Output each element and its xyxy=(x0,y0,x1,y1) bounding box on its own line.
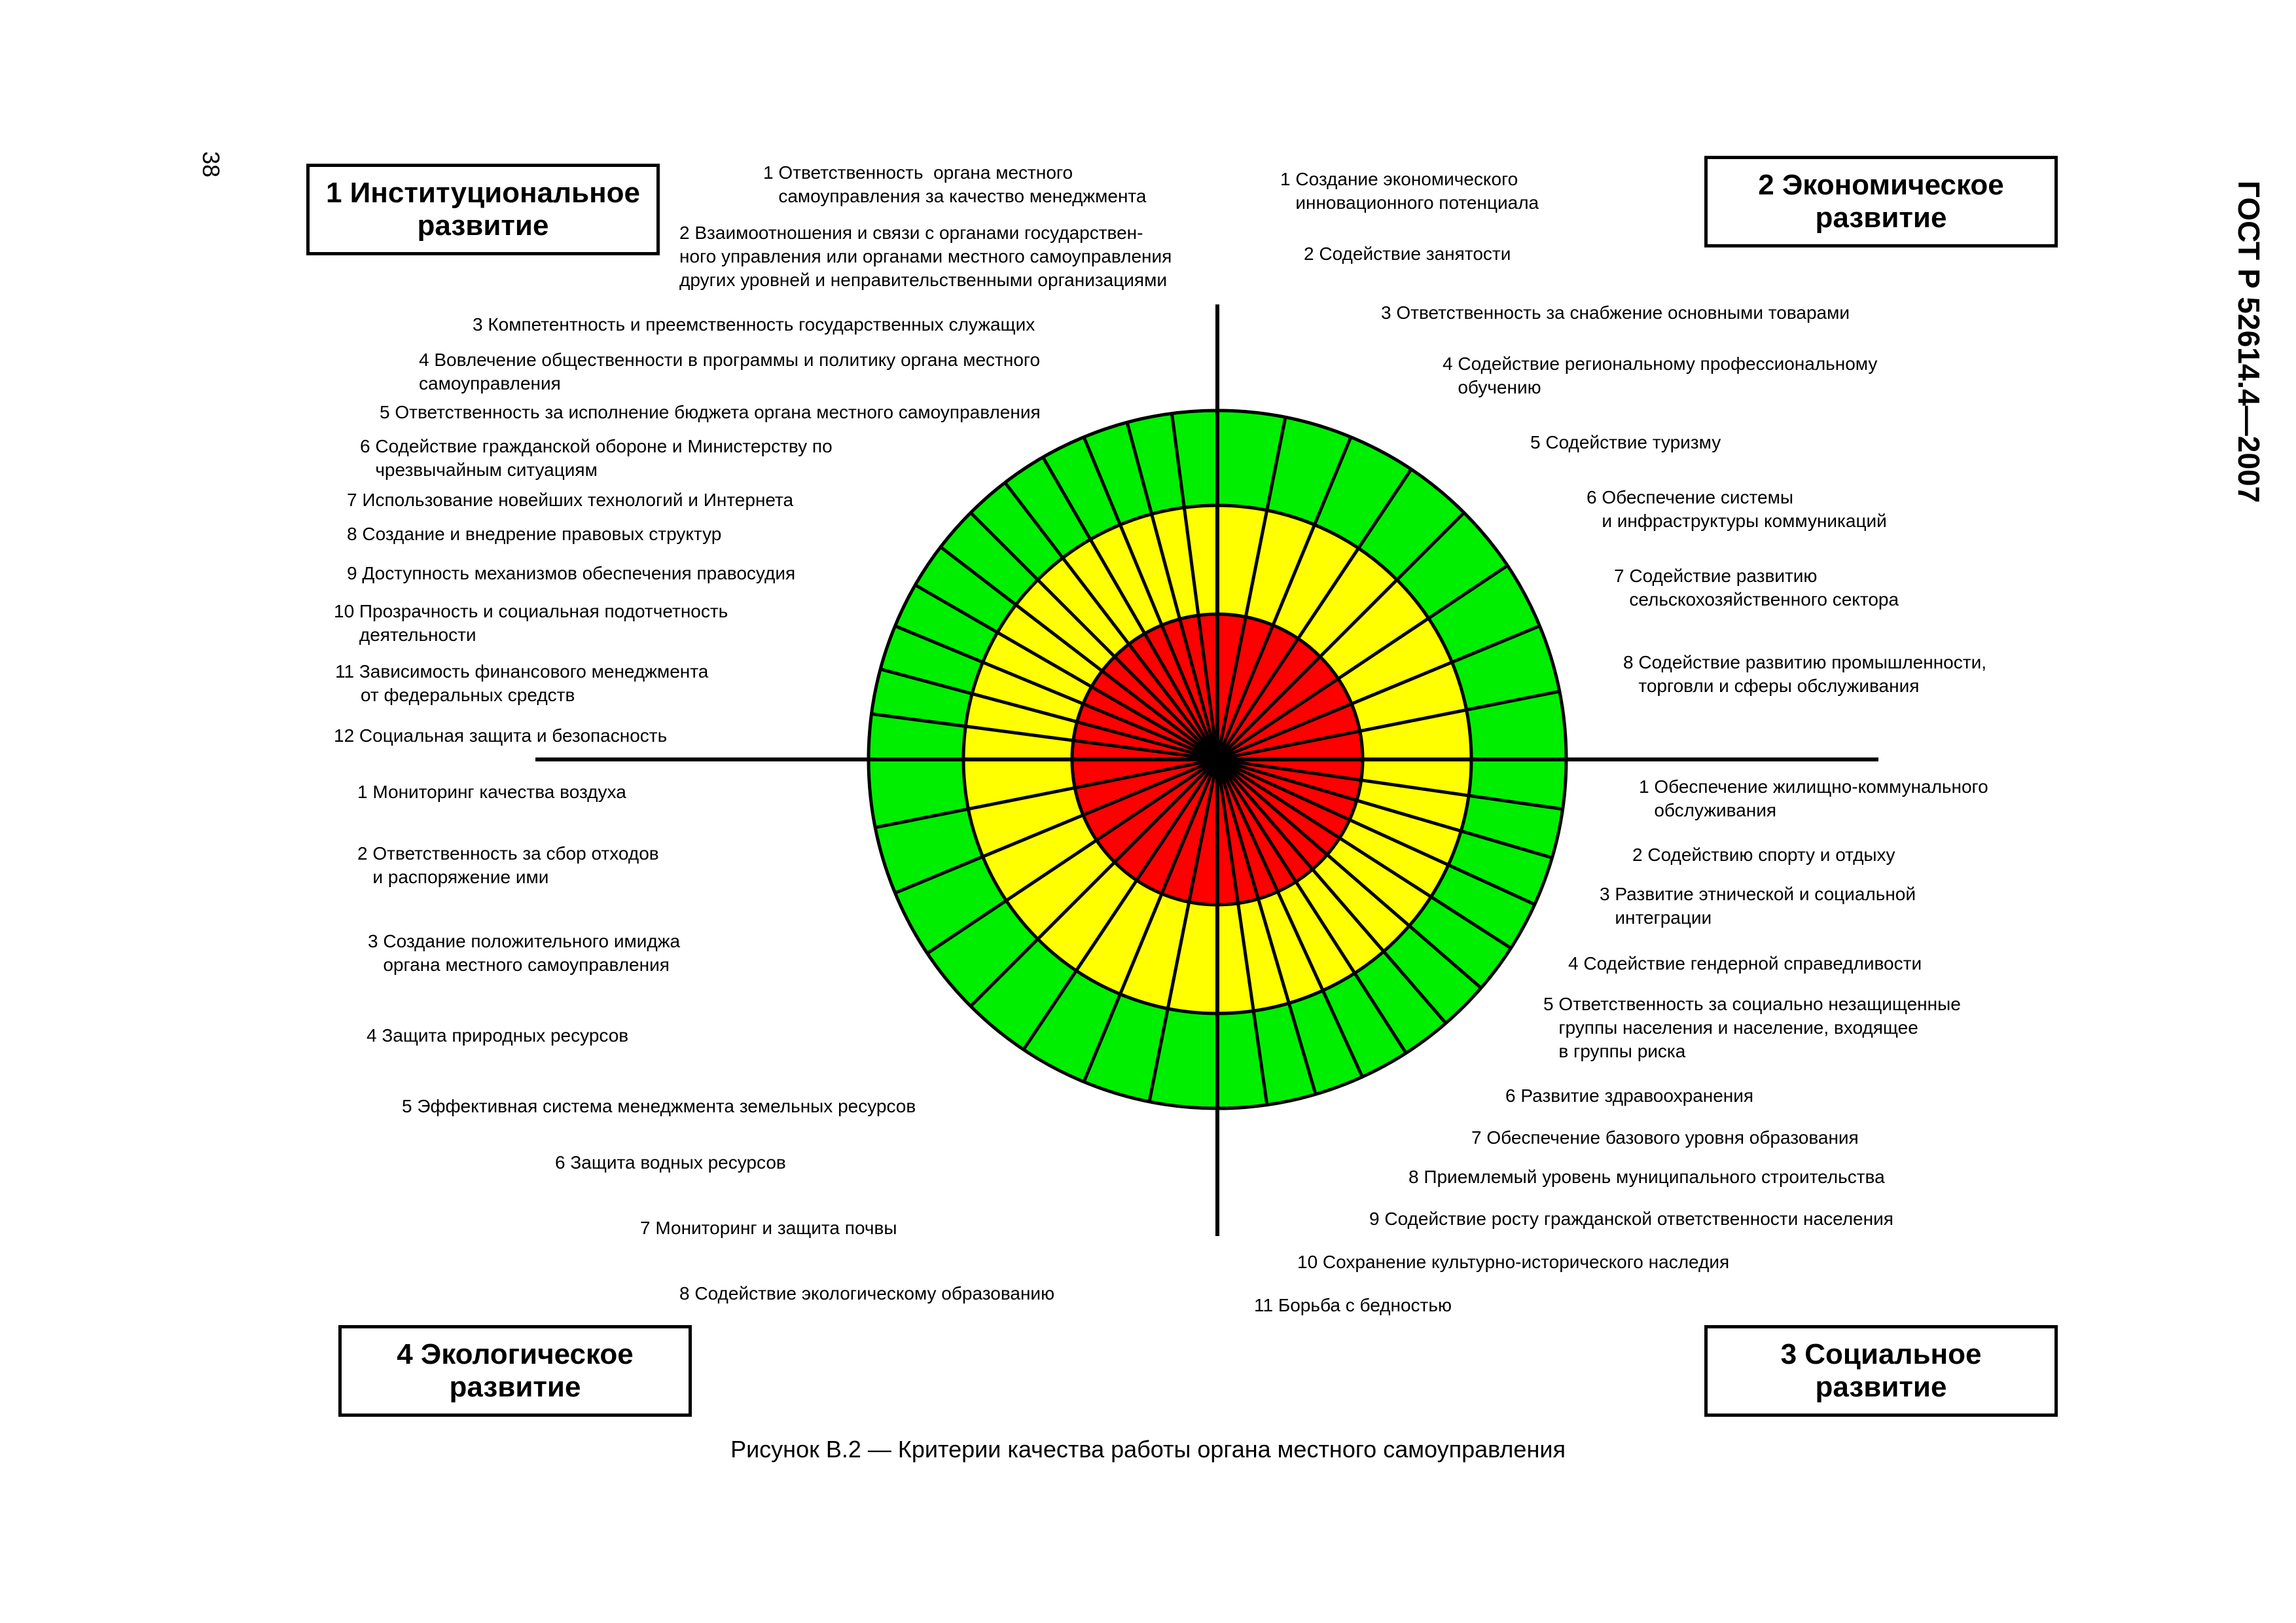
spoke-q1-1 xyxy=(1170,413,1219,760)
criterion-institutional-9: 9 Доступность механизмов обеспечения пра… xyxy=(347,563,796,583)
criterion-social-8: 8 Приемлемый уровень муниципального стро… xyxy=(1408,1167,1885,1187)
spoke-q2-3 xyxy=(1216,564,1509,761)
spoke-q1-10 xyxy=(880,667,1218,761)
quadrant-title-ecological: 4 Экологическое развитие xyxy=(338,1325,692,1417)
spoke-q4-5 xyxy=(1022,758,1219,1051)
criterion-social-1: 1 Обеспечение жилищно-коммунального обсл… xyxy=(1639,776,1988,820)
criterion-institutional-12: 12 Социальная защита и безопасность xyxy=(334,725,668,746)
criterion-economic-3: 3 Ответственность за снабжение основными… xyxy=(1381,302,1850,323)
criterion-ecological-5: 5 Эффективная система менеджмента земель… xyxy=(402,1096,916,1116)
spoke-q2-6 xyxy=(1215,436,1353,760)
spoke-q4-7 xyxy=(1147,759,1219,1103)
quadrant-title-economic: 2 Экономическое развитие xyxy=(1704,156,2058,247)
spoke-q4-6 xyxy=(1082,759,1219,1083)
spoke-q1-2 xyxy=(1125,422,1219,760)
spoke-q1-8 xyxy=(914,583,1219,761)
criterion-economic-5: 5 Содействие туризму xyxy=(1530,432,1721,452)
spoke-q2-1 xyxy=(1217,689,1560,761)
criterion-institutional-2: 2 Взаимоотношения и связи с органами гос… xyxy=(679,223,1172,290)
criterion-social-11: 11 Борьба с бедностью xyxy=(1254,1295,1452,1315)
spoke-q2-5 xyxy=(1215,468,1413,761)
criterion-institutional-4: 4 Вовлечение общественности в программы … xyxy=(419,350,1041,393)
spoke-q3-4 xyxy=(1215,758,1408,1054)
spoke-q4-4 xyxy=(969,758,1219,1008)
criterion-social-6: 6 Развитие здравоохранения xyxy=(1505,1085,1754,1106)
criterion-economic-7: 7 Содействие развитию сельскохозяйственн… xyxy=(1614,566,1899,610)
spoke-q1-3 xyxy=(1082,436,1219,760)
quadrant-title-social: 3 Социальное развитие xyxy=(1704,1325,2058,1417)
criterion-ecological-2: 2 Ответственность за сбор отходов и расп… xyxy=(357,843,659,887)
criterion-ecological-3: 3 Создание положительного имиджа органа … xyxy=(368,931,681,975)
criterion-ecological-4: 4 Защита природных ресурсов xyxy=(367,1025,629,1046)
spoke-q3-1 xyxy=(1215,759,1269,1105)
spoke-q1-7 xyxy=(939,545,1219,761)
criterion-institutional-7: 7 Использование новейших технологий и Ин… xyxy=(347,490,794,510)
spoke-q4-1 xyxy=(874,757,1218,830)
spoke-q3-2 xyxy=(1215,759,1318,1095)
criterion-institutional-3: 3 Компетентность и преемственность госуд… xyxy=(473,314,1035,335)
criterion-economic-2: 2 Содействие занятости xyxy=(1304,244,1511,264)
criterion-social-5: 5 Ответственность за социально незащищен… xyxy=(1543,994,1961,1061)
criterion-institutional-8: 8 Создание и внедрение правовых структур xyxy=(347,524,722,544)
criterion-economic-4: 4 Содействие региональному профессиональ… xyxy=(1443,354,1878,397)
spoke-q3-10 xyxy=(1217,757,1563,811)
criterion-ecological-6: 6 Защита водных ресурсов xyxy=(555,1152,786,1173)
criterion-social-7: 7 Обеспечение базового уровня образовани… xyxy=(1471,1127,1859,1148)
spoke-q1-5 xyxy=(1003,481,1219,761)
spoke-q4-2 xyxy=(894,757,1218,895)
spoke-q1-11 xyxy=(871,712,1218,761)
spoke-q3-7 xyxy=(1216,757,1512,950)
quadrant-title-institutional: 1 Институциональное развитие xyxy=(306,164,660,255)
criterion-economic-8: 8 Содействие развитию промышленности, то… xyxy=(1623,652,1986,696)
criterion-institutional-5: 5 Ответственность за исполнение бюджета … xyxy=(380,402,1041,422)
criterion-social-4: 4 Содействие гендерной справедливости xyxy=(1568,953,1922,974)
spoke-q1-6 xyxy=(969,511,1219,761)
figure-caption: Рисунок В.2 — Критерии качества работы о… xyxy=(730,1436,1566,1463)
criterion-economic-6: 6 Обеспечение системы и инфраструктуры к… xyxy=(1587,487,1887,531)
spoke-q2-4 xyxy=(1216,511,1465,761)
criterion-ecological-8: 8 Содействие экологическому образованию xyxy=(679,1283,1055,1304)
criterion-institutional-6: 6 Содействие гражданской обороне и Минис… xyxy=(360,436,833,480)
spoke-q3-3 xyxy=(1215,758,1364,1078)
spoke-q2-2 xyxy=(1217,624,1541,761)
spoke-q3-9 xyxy=(1217,757,1553,860)
criterion-ecological-1: 1 Мониторинг качества воздуха xyxy=(357,782,626,802)
spoke-q1-9 xyxy=(894,624,1218,761)
criterion-institutional-10: 10 Прозрачность и социальная подотчетнос… xyxy=(334,601,728,645)
spoke-q4-3 xyxy=(926,757,1219,955)
spoke-q2-7 xyxy=(1215,416,1287,760)
spoke-q1-4 xyxy=(1041,456,1219,761)
criterion-social-9: 9 Содействие росту гражданской ответстве… xyxy=(1369,1209,1893,1229)
spoke-q3-8 xyxy=(1216,757,1535,906)
criterion-institutional-11: 11 Зависимость финансового менеджмента о… xyxy=(335,661,709,705)
criterion-social-10: 10 Сохранение культурно-исторического на… xyxy=(1297,1252,1730,1272)
criterion-social-3: 3 Развитие этнической и социальной интег… xyxy=(1600,884,1916,928)
spoke-q3-5 xyxy=(1216,758,1447,1025)
spoke-q3-6 xyxy=(1216,758,1482,989)
criterion-ecological-7: 7 Мониторинг и защита почвы xyxy=(640,1218,897,1238)
criterion-economic-1: 1 Создание экономического инновационного… xyxy=(1280,169,1539,213)
criterion-institutional-1: 1 Ответственность органа местного самоуп… xyxy=(763,162,1147,206)
criterion-social-2: 2 Содействию спорту и отдыху xyxy=(1632,845,1895,865)
